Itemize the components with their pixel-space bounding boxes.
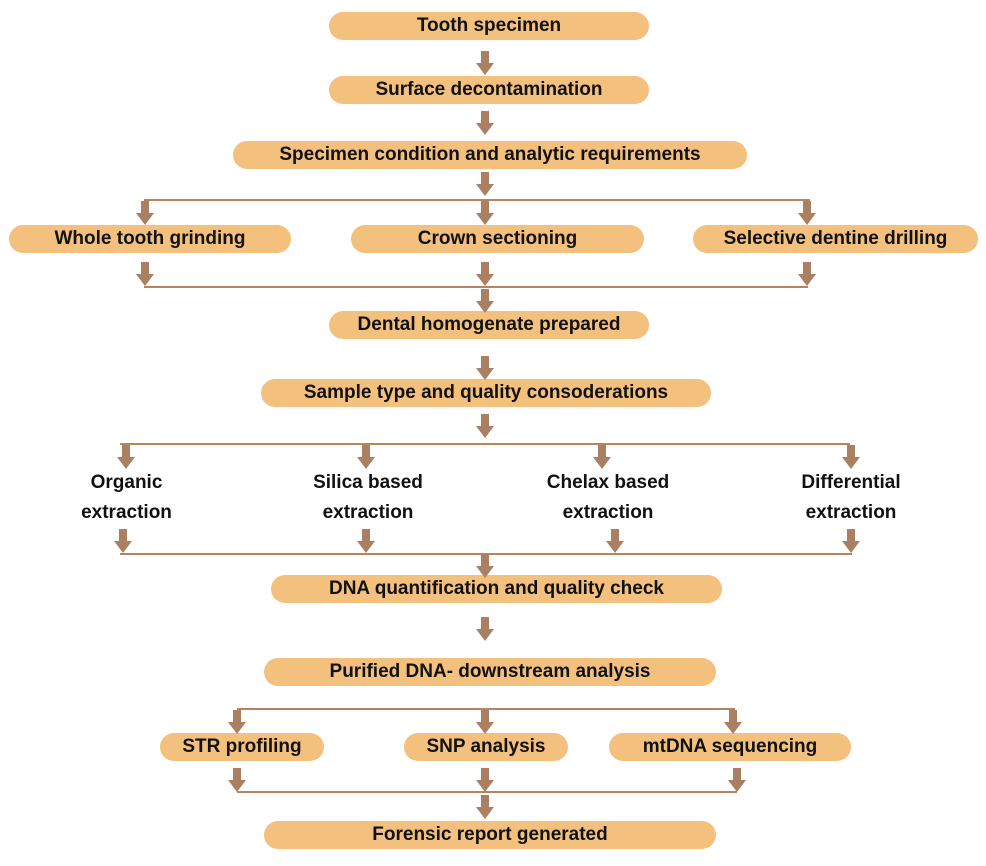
node-purified-dna: Purified DNA- downstream analysis bbox=[264, 658, 716, 686]
arrow-icon bbox=[606, 529, 624, 553]
arrow-icon bbox=[476, 768, 494, 792]
silica-extraction-line-1: Silica based bbox=[313, 472, 423, 493]
arrow-icon bbox=[228, 710, 246, 734]
node-snp-analysis: SNP analysis bbox=[404, 733, 568, 761]
arrow-icon bbox=[476, 289, 494, 313]
node-whole-tooth-grinding: Whole tooth grinding bbox=[9, 225, 291, 253]
node-str-profiling: STR profiling bbox=[160, 733, 324, 761]
node-mtdna-sequencing: mtDNA sequencing bbox=[609, 733, 851, 761]
arrow-icon bbox=[476, 710, 494, 734]
node-chelax-extraction: Chelax based extraction bbox=[530, 468, 686, 528]
chelax-extraction-line-2: extraction bbox=[562, 502, 654, 523]
arrow-icon bbox=[842, 529, 860, 553]
node-sample-type: Sample type and quality consoderations bbox=[261, 379, 711, 407]
organic-extraction-line-1: Organic bbox=[90, 472, 163, 493]
merge-line-preparation bbox=[144, 286, 808, 288]
arrow-icon bbox=[357, 445, 375, 469]
node-crown-sectioning: Crown sectioning bbox=[351, 225, 644, 253]
node-specimen-condition: Specimen condition and analytic requirem… bbox=[233, 141, 747, 169]
node-dental-homogenate: Dental homogenate prepared bbox=[329, 311, 649, 339]
split-line-preparation bbox=[144, 199, 810, 201]
arrow-icon bbox=[476, 414, 494, 438]
node-dna-quantification: DNA quantification and quality check bbox=[271, 575, 722, 603]
arrow-icon bbox=[136, 262, 154, 286]
differential-extraction-line-2: extraction bbox=[805, 502, 897, 523]
arrow-icon bbox=[136, 201, 154, 225]
node-differential-extraction: Differential extraction bbox=[780, 468, 922, 528]
arrow-icon bbox=[476, 554, 494, 578]
arrow-icon bbox=[798, 262, 816, 286]
arrow-icon bbox=[117, 445, 135, 469]
arrow-icon bbox=[228, 768, 246, 792]
arrow-icon bbox=[798, 201, 816, 225]
arrow-icon bbox=[476, 201, 494, 225]
node-tooth-specimen: Tooth specimen bbox=[329, 12, 649, 40]
node-silica-extraction: Silica based extraction bbox=[292, 468, 444, 528]
arrow-icon bbox=[476, 172, 494, 196]
arrow-icon bbox=[476, 617, 494, 641]
differential-extraction-line-1: Differential bbox=[801, 472, 901, 493]
split-line-extraction bbox=[120, 443, 850, 445]
arrow-icon bbox=[476, 795, 494, 819]
arrow-icon bbox=[728, 768, 746, 792]
arrow-icon bbox=[724, 710, 742, 734]
node-selective-dentine-drilling: Selective dentine drilling bbox=[693, 225, 978, 253]
arrow-icon bbox=[476, 262, 494, 286]
arrow-icon bbox=[842, 445, 860, 469]
organic-extraction-line-2: extraction bbox=[81, 502, 172, 523]
arrow-icon bbox=[357, 529, 375, 553]
chelax-extraction-line-1: Chelax based bbox=[546, 472, 670, 493]
node-surface-decontamination: Surface decontamination bbox=[329, 76, 649, 104]
arrow-icon bbox=[593, 445, 611, 469]
arrow-icon bbox=[476, 111, 494, 135]
arrow-icon bbox=[476, 51, 494, 75]
node-forensic-report: Forensic report generated bbox=[264, 821, 716, 849]
arrow-icon bbox=[476, 356, 494, 380]
arrow-icon bbox=[114, 529, 132, 553]
split-line-analysis bbox=[237, 708, 735, 710]
silica-extraction-line-2: extraction bbox=[322, 502, 414, 523]
merge-line-analysis bbox=[237, 791, 737, 793]
node-organic-extraction: Organic extraction bbox=[64, 468, 189, 528]
